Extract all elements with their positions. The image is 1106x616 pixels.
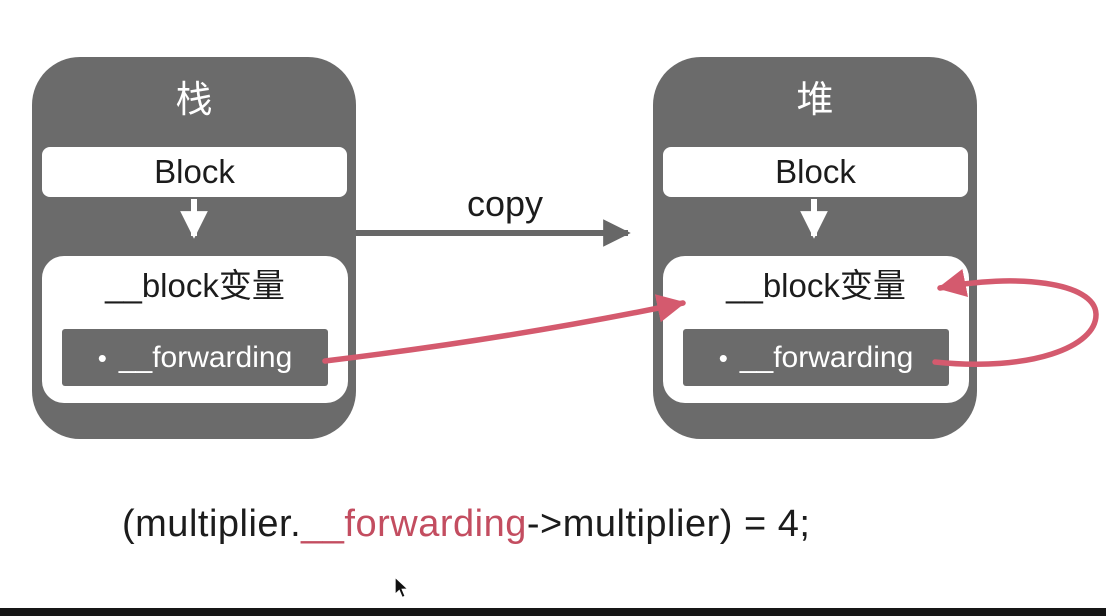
stack-memory-region: 栈 Block __block变量 • __forwarding bbox=[32, 57, 356, 439]
heap-block-variable-label: __block变量 bbox=[726, 267, 906, 304]
heap-forwarding-field: • __forwarding bbox=[683, 329, 949, 386]
stack-forwarding-field: • __forwarding bbox=[62, 329, 328, 386]
stack-block-variable-label: __block变量 bbox=[105, 267, 285, 304]
copy-arrow-label: copy bbox=[466, 183, 544, 224]
code-forwarding-highlight: __forwarding bbox=[301, 503, 527, 545]
code-suffix: ->multiplier) = 4; bbox=[526, 503, 811, 545]
code-statement: (multiplier.__forwarding->multiplier) = … bbox=[122, 503, 810, 546]
mouse-cursor bbox=[394, 575, 410, 599]
stack-block-box: Block bbox=[42, 147, 347, 197]
stack-forwarding-pointer-arrow bbox=[322, 294, 686, 364]
heap-forwarding-label: __forwarding bbox=[739, 340, 914, 374]
heap-title: 堆 bbox=[796, 79, 834, 120]
bottom-letterbox-bar bbox=[0, 608, 1106, 616]
heap-memory-region: 堆 Block __block变量 • __forwarding bbox=[653, 57, 977, 439]
bullet-icon: • bbox=[97, 342, 107, 373]
heap-block-variable-box: __block变量 • __forwarding bbox=[663, 256, 969, 403]
stack-title: 栈 bbox=[175, 79, 213, 120]
bullet-icon: • bbox=[718, 342, 728, 373]
code-prefix: (multiplier. bbox=[122, 503, 302, 545]
heap-block-box: Block bbox=[663, 147, 968, 197]
stack-block-variable-box: __block变量 • __forwarding bbox=[42, 256, 348, 403]
stack-forwarding-label: __forwarding bbox=[118, 340, 293, 374]
